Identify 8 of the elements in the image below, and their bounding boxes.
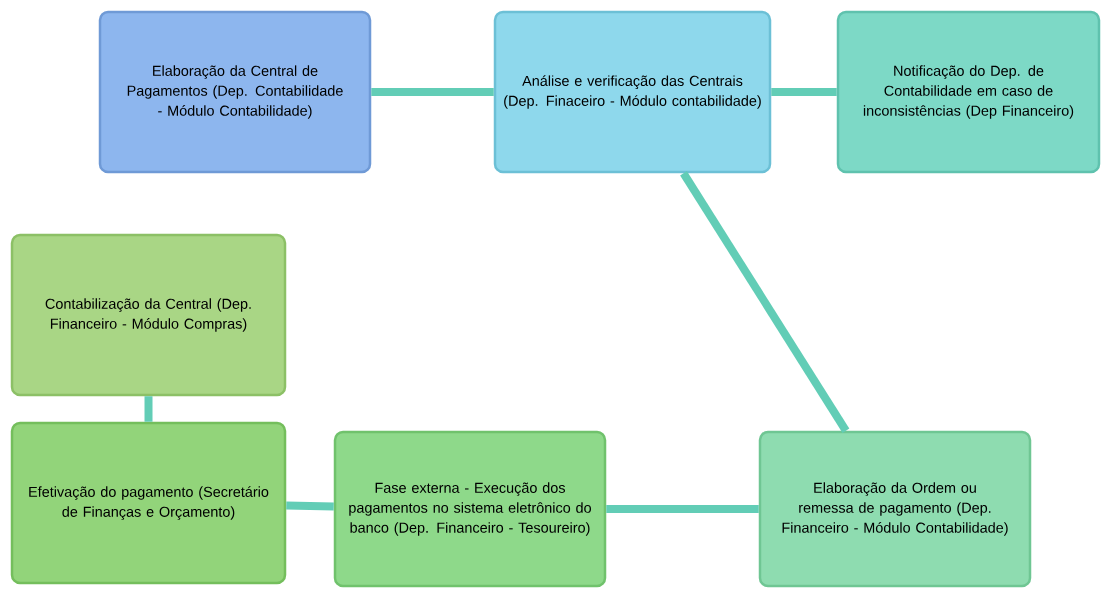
process-box: Análise e verificação das Centrais (Dep. Finaceiro - Módulo contabilidade) (493, 10, 772, 174)
process-box: Elaboração da Central de Pagamentos (Dep. Contabilidade - Módulo Contabilidade) (98, 10, 372, 174)
process-box: Efetivação do pagamento (Secretário de Finanças e Orçamento) (10, 421, 287, 585)
process-box: Fase externa - Execução dos pagamentos no sistema eletrônico do banco (Dep. Financeiro - Tesoureiro) (333, 430, 607, 588)
process-box: Contabilização da Central (Dep. Financeiro - Módulo Compras) (10, 233, 287, 397)
process-box: Elaboração da Ordem ou remessa de pagamento (Dep. Financeiro - Módulo Contabilidade) (758, 430, 1032, 588)
process-box: Notificação do Dep. de Contabilidade em caso de inconsistências (Dep Financeiro) (836, 10, 1101, 174)
connector (680, 171, 850, 433)
